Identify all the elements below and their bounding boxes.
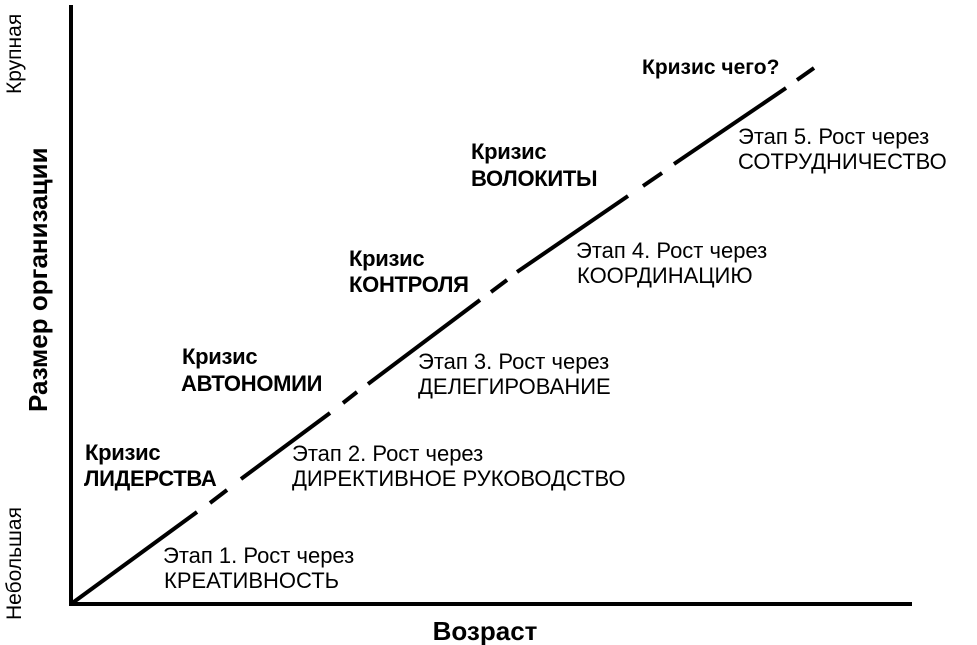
crisis-red-tape: Кризис ВОЛОКИТЫ <box>471 139 598 191</box>
stage-1-prefix: Этап 1 <box>163 543 231 568</box>
stage-2-line2: ДИРЕКТИВНОЕ РУКОВОДСТВО <box>292 466 626 491</box>
crisis-autonomy: Кризис АВТОНОМИИ <box>181 344 323 396</box>
crisis-leadership-line1: Кризис <box>85 440 160 465</box>
stage-1-line2: КРЕАТИВНОСТЬ <box>164 568 339 593</box>
crisis-autonomy-line2: АВТОНОМИИ <box>181 371 322 396</box>
crisis-control-line1: Кризис <box>349 246 424 271</box>
crisis-unknown-line1: Кризис чего? <box>642 56 779 79</box>
growth-segment-6 <box>489 278 509 294</box>
stage-5-line2: СОТРУДНИЧЕСТВО <box>738 149 947 174</box>
crisis-control-line2: КОНТРОЛЯ <box>349 272 469 297</box>
stage-4-rest: . Рост через <box>644 238 767 263</box>
stage-4-line1: Этап 4. Рост через <box>576 238 767 263</box>
y-axis-title: Размер организации <box>23 147 53 412</box>
stage-2: Этап 2. Рост через ДИРЕКТИВНОЕ РУКОВОДСТ… <box>292 441 626 491</box>
growth-segment-7 <box>515 194 630 274</box>
crisis-red-tape-line1: Кризис <box>471 139 546 164</box>
growth-segment-1 <box>69 510 199 606</box>
stage-3-line2: ДЕЛЕГИРОВАНИЕ <box>418 374 611 399</box>
stage-3-line1: Этап 3. Рост через <box>418 349 609 374</box>
stage-4: Этап 4. Рост через КООРДИНАЦИЮ <box>576 238 767 288</box>
stage-3: Этап 3. Рост через ДЕЛЕГИРОВАНИЕ <box>418 349 611 399</box>
crisis-unknown: Кризис чего? <box>642 56 779 79</box>
growth-segment-2 <box>208 488 229 505</box>
growth-segment-4 <box>341 390 359 405</box>
growth-segment-10 <box>795 66 816 82</box>
stage-5-prefix: Этап 5 <box>738 124 806 149</box>
stage-5-rest: . Рост через <box>806 124 929 149</box>
crisis-leadership-line2: ЛИДЕРСТВА <box>84 466 217 491</box>
stage-2-line1: Этап 2. Рост через <box>292 441 483 466</box>
stage-3-rest: . Рост через <box>486 349 609 374</box>
stage-2-prefix: Этап 2 <box>292 441 360 466</box>
y-axis-bottom-label: Небольшая <box>3 507 26 620</box>
stage-1: Этап 1. Рост через КРЕАТИВНОСТЬ <box>163 543 354 593</box>
growth-line <box>69 66 816 606</box>
crisis-red-tape-line2: ВОЛОКИТЫ <box>471 166 597 191</box>
crisis-leadership: Кризис ЛИДЕРСТВА <box>84 440 217 491</box>
crisis-control: Кризис КОНТРОЛЯ <box>349 246 469 297</box>
stage-1-rest: . Рост через <box>231 543 354 568</box>
y-axis-top-label: Крупная <box>3 14 26 94</box>
x-axis-title: Возраст <box>433 616 538 645</box>
stage-4-prefix: Этап 4 <box>576 238 644 263</box>
stage-1-line1: Этап 1. Рост через <box>163 543 354 568</box>
growth-segment-8 <box>641 171 664 188</box>
stage-2-rest: . Рост через <box>360 441 483 466</box>
stage-3-prefix: Этап 3 <box>418 349 486 374</box>
stage-5-line1: Этап 5. Рост через <box>738 124 929 149</box>
growth-segment-3 <box>239 411 332 481</box>
growth-segment-9 <box>672 86 788 166</box>
stage-4-line2: КООРДИНАЦИЮ <box>577 263 753 288</box>
growth-segment-5 <box>366 298 482 386</box>
crisis-autonomy-line1: Кризис <box>182 344 257 369</box>
stage-5: Этап 5. Рост через СОТРУДНИЧЕСТВО <box>738 124 947 174</box>
